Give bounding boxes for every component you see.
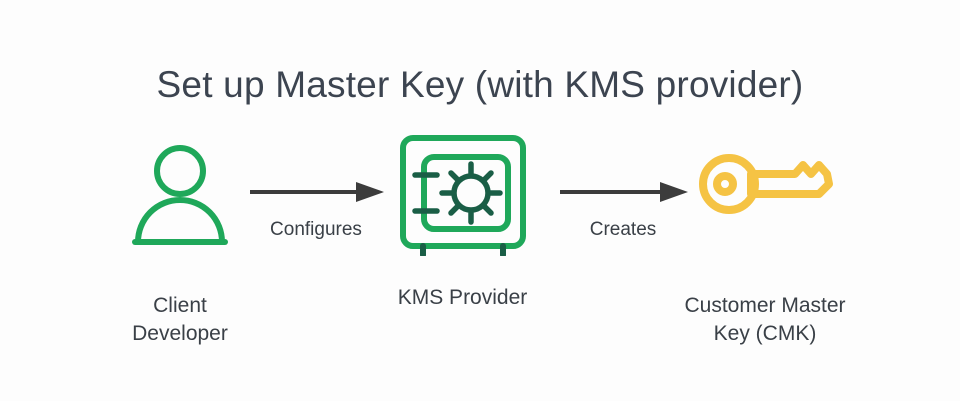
edge-label-configures: Configures — [270, 219, 362, 240]
key-icon — [640, 138, 890, 250]
page-title: Set up Master Key (with KMS provider) — [156, 64, 804, 105]
edge-creates: Creates — [558, 180, 688, 241]
edge-configures: Configures — [248, 180, 384, 241]
safe-vault-icon — [360, 135, 565, 256]
node-customer-master-key: Customer Master Key (CMK) — [640, 138, 890, 348]
edge-label-creates: Creates — [589, 219, 657, 240]
arrow-right-icon — [250, 182, 384, 202]
node-label-kms-provider: KMS Provider — [397, 286, 528, 309]
node-label-client-developer: Client Developer — [132, 294, 228, 345]
node-kms-provider: KMS Provider — [360, 135, 565, 312]
person-icon — [80, 138, 280, 250]
node-label-customer-master-key: Customer Master Key (CMK) — [684, 294, 846, 345]
node-client-developer: Client Developer — [80, 138, 280, 348]
arrow-right-icon — [560, 182, 688, 202]
